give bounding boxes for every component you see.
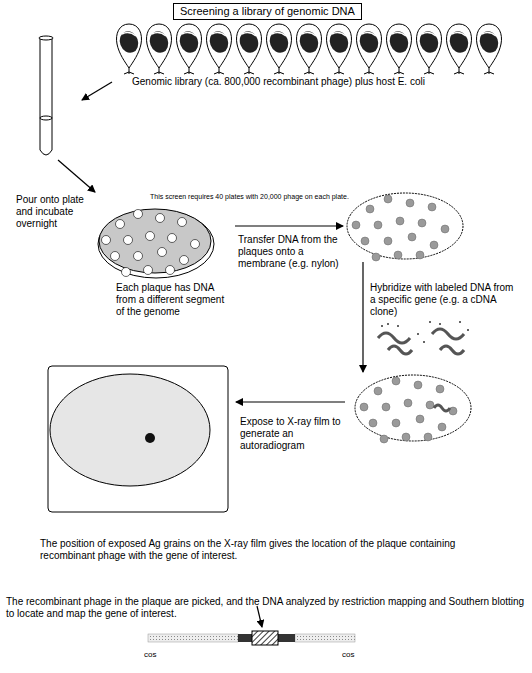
plaque xyxy=(134,252,143,261)
plaque xyxy=(122,268,131,277)
plaque xyxy=(124,236,133,245)
dna-spot xyxy=(416,251,424,259)
dna-spot xyxy=(424,433,432,441)
annotation: Each plaque has DNA from a different seg… xyxy=(116,282,226,318)
dna-spot xyxy=(436,385,444,393)
annotation: Transfer DNA from the plaques onto a mem… xyxy=(238,234,348,270)
dna-spot xyxy=(426,401,434,409)
dna-spot xyxy=(408,233,416,241)
plaque xyxy=(134,210,143,219)
annotation: Expose to X-ray film to generate an auto… xyxy=(240,416,358,452)
cos-site-label: cos xyxy=(144,650,174,659)
annotation: This screen requires 40 plates with 20,0… xyxy=(150,193,480,201)
plaque xyxy=(178,218,187,227)
plaque xyxy=(180,256,189,265)
dna-spot xyxy=(384,195,392,203)
dna-spot xyxy=(366,205,374,213)
dna-spot xyxy=(360,403,368,411)
dna-spot xyxy=(394,251,402,259)
petri-plate xyxy=(98,209,214,278)
phage-icon xyxy=(267,24,292,74)
dna-spot xyxy=(430,241,438,249)
dna-spot xyxy=(374,221,382,229)
annotation: Genomic library (ca. 800,000 recombinant… xyxy=(132,76,522,88)
phage-icon xyxy=(297,24,322,74)
phage-icon xyxy=(117,24,142,74)
plaque xyxy=(191,240,200,249)
dna-spot xyxy=(414,381,422,389)
cos-site-label: cos xyxy=(342,650,372,659)
plaque xyxy=(168,234,177,243)
plaque xyxy=(116,220,125,229)
phage-icon xyxy=(327,24,352,74)
plaque xyxy=(102,236,111,245)
dna-spot xyxy=(392,419,400,427)
phage-icon xyxy=(357,24,382,74)
dna-spot xyxy=(418,219,426,227)
plaque xyxy=(144,266,153,275)
phage-icon xyxy=(447,24,472,74)
arrow xyxy=(82,82,112,100)
dna-spot xyxy=(396,217,404,225)
plaque xyxy=(158,248,167,257)
dna-spot xyxy=(361,237,369,245)
arrow xyxy=(236,401,345,402)
exposed-spot xyxy=(145,433,155,443)
labeled-probe xyxy=(378,329,464,354)
bound-probe xyxy=(434,405,450,411)
test-tube xyxy=(39,36,53,155)
arrow xyxy=(235,225,343,226)
dna-spot xyxy=(438,423,446,431)
arrow xyxy=(362,262,363,372)
dna-spot xyxy=(380,435,388,443)
plaque xyxy=(156,214,165,223)
dna-spot xyxy=(416,415,424,423)
dna-spot xyxy=(384,237,392,245)
plaque xyxy=(111,252,120,261)
phage-icon xyxy=(417,24,442,74)
dna-spot xyxy=(372,253,380,261)
probe-dots xyxy=(381,321,469,343)
phage-icon xyxy=(387,24,412,74)
phage-row xyxy=(117,24,502,74)
annotation: The recombinant phage in the plaque are … xyxy=(6,596,526,620)
dna-spot xyxy=(374,387,382,395)
membrane-hybridized xyxy=(355,375,471,443)
phage-icon xyxy=(477,24,502,74)
arrow xyxy=(58,160,95,192)
dna-spot xyxy=(406,199,414,207)
dna-spot xyxy=(352,221,360,229)
dna-spot xyxy=(404,399,412,407)
phage-icon xyxy=(147,24,172,74)
dna-spot xyxy=(392,377,400,385)
dna-spot xyxy=(369,419,377,427)
membrane xyxy=(347,193,463,261)
plaque xyxy=(166,266,175,275)
annotation: Hybridize with labeled DNA from a specif… xyxy=(370,282,520,318)
dna-spot xyxy=(428,203,436,211)
plaque xyxy=(146,232,155,241)
phage-icon xyxy=(237,24,262,74)
phage-icon xyxy=(207,24,232,74)
title: Screening a library of genomic DNA xyxy=(173,3,362,20)
annotation: The position of exposed Ag grains on the… xyxy=(40,538,510,562)
dna-spot xyxy=(441,225,449,233)
dna-spot xyxy=(402,433,410,441)
x-ray-film xyxy=(48,366,228,512)
dna-spot xyxy=(382,403,390,411)
phage-icon xyxy=(177,24,202,74)
annotation: Pour onto plate and incubate overnight xyxy=(16,194,86,230)
phage-dna-map xyxy=(148,606,355,645)
